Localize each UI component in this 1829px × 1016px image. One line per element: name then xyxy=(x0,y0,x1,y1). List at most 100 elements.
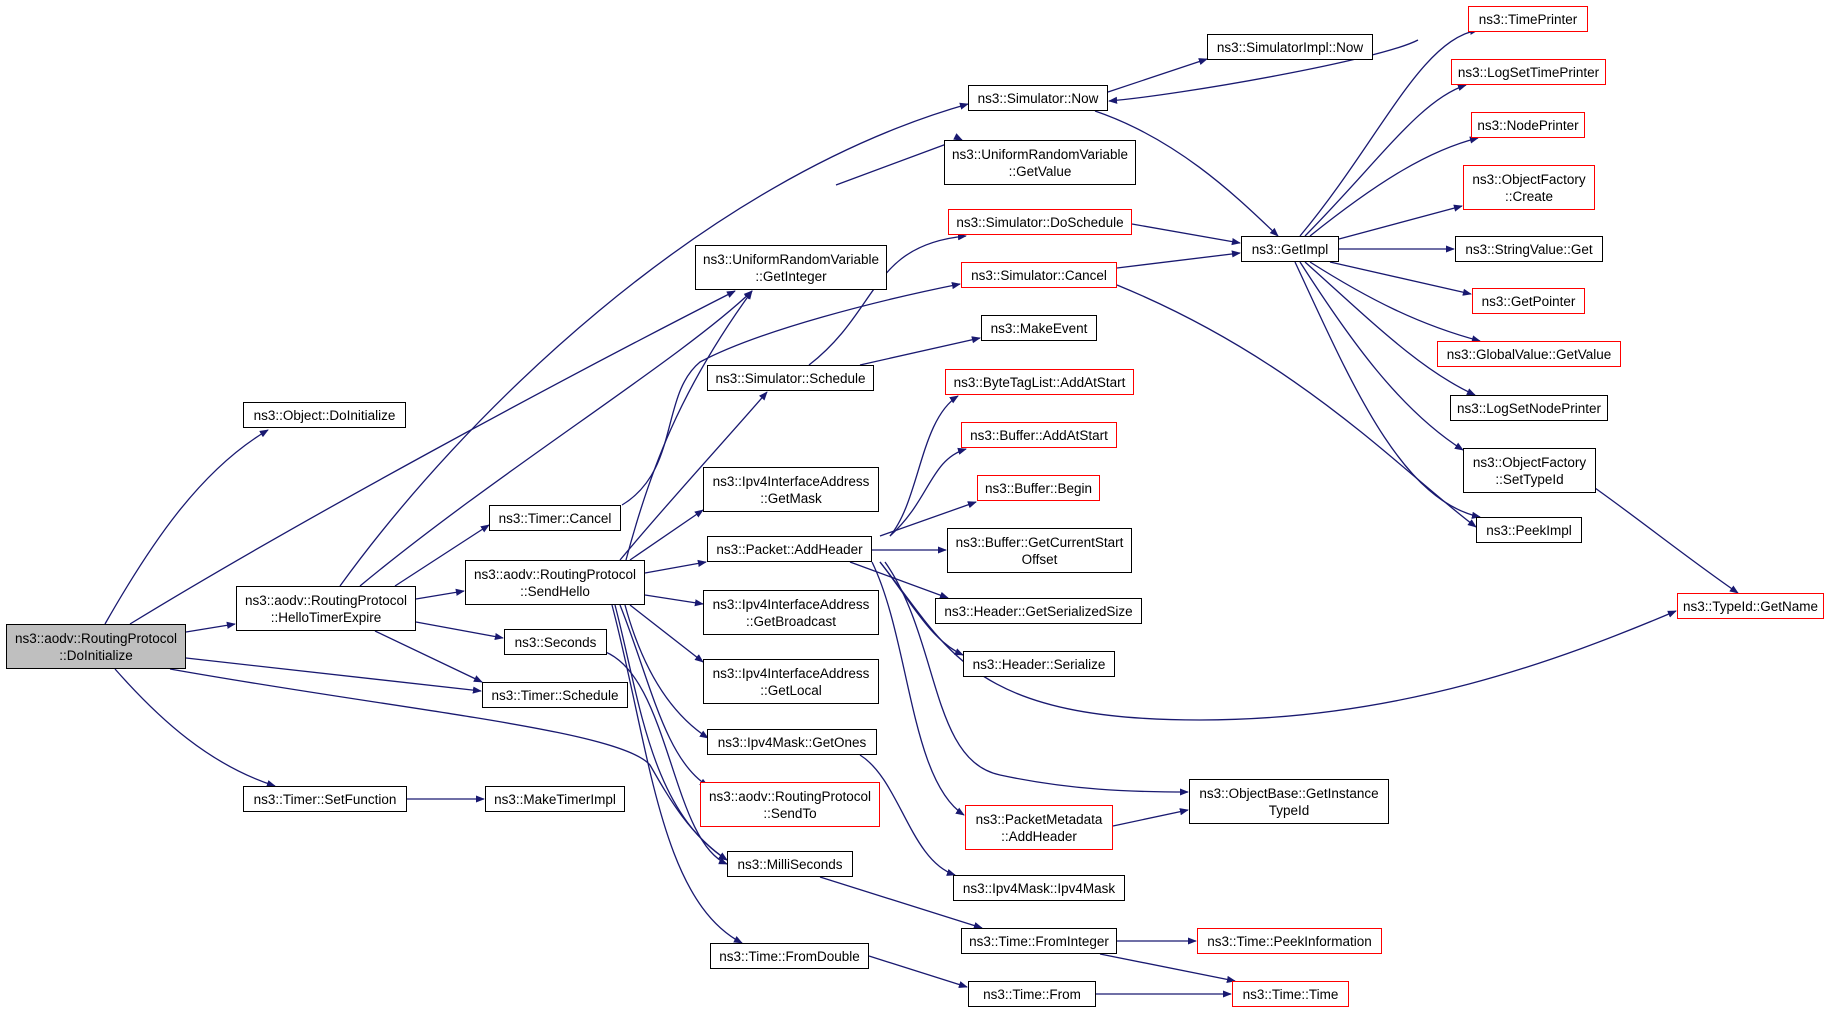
node-packet-addheader[interactable]: ns3::Packet::AddHeader xyxy=(707,536,872,562)
node-logsetnodeprinter[interactable]: ns3::LogSetNodePrinter xyxy=(1450,395,1608,421)
edge-dosched-getimpl xyxy=(1131,223,1241,246)
node-sendhello[interactable]: ns3::aodv::RoutingProtocol ::SendHello xyxy=(465,560,645,605)
node-time-fromdouble[interactable]: ns3::Time::FromDouble xyxy=(710,943,869,969)
edge-getimpl-logsettime xyxy=(1304,84,1467,237)
node-objectbase-getinstancetypeid[interactable]: ns3::ObjectBase::GetInstance TypeId xyxy=(1189,779,1389,824)
node-object-doinitialize[interactable]: ns3::Object::DoInitialize xyxy=(243,402,406,428)
node-buffer-getcurrentstartoffset[interactable]: ns3::Buffer::GetCurrentStart Offset xyxy=(947,528,1132,573)
edge-doinit-urvint xyxy=(129,290,736,625)
edge-getimpl-ofsettype xyxy=(1299,261,1464,451)
edge-doinit-milli xyxy=(169,668,728,861)
edge-getimpl-gvget xyxy=(1309,261,1481,343)
node-globalvalue-getvalue[interactable]: ns3::GlobalValue::GetValue xyxy=(1437,341,1621,367)
edge-addheader-objbase xyxy=(884,561,1189,796)
node-time-from[interactable]: ns3::Time::From xyxy=(968,981,1096,1007)
node-objectfactory-create[interactable]: ns3::ObjectFactory ::Create xyxy=(1463,165,1595,210)
node-getones[interactable]: ns3::Ipv4Mask::GetOnes xyxy=(707,729,877,755)
edge-sendhello-sendto xyxy=(619,604,709,787)
edge-sendhello-simsched xyxy=(619,391,768,561)
edge-getones-ipv4mask xyxy=(859,754,956,876)
edge-doinit-tsched xyxy=(185,657,482,694)
node-buffer-begin[interactable]: ns3::Buffer::Begin xyxy=(977,475,1100,501)
node-seconds[interactable]: ns3::Seconds xyxy=(504,629,607,655)
node-timer-cancel[interactable]: ns3::Timer::Cancel xyxy=(489,505,621,531)
edge-addheader-bytetag xyxy=(889,395,959,537)
node-simulator-now[interactable]: ns3::Simulator::Now xyxy=(968,85,1108,111)
edge-simnow-getimpl xyxy=(1094,110,1279,237)
edge-hello-sendhello xyxy=(415,588,465,600)
edge-ofsettype-getname xyxy=(1594,487,1739,594)
node-objectfactory-settypeid[interactable]: ns3::ObjectFactory ::SetTypeId xyxy=(1463,448,1596,493)
node-urv-getvalue[interactable]: ns3::UniformRandomVariable ::GetValue xyxy=(944,140,1136,185)
edge-getimpl-logsetnode xyxy=(1304,261,1476,396)
node-getbroadcast[interactable]: ns3::Ipv4InterfaceAddress ::GetBroadcast xyxy=(703,590,879,635)
edge-hello-simnow xyxy=(339,102,969,587)
edge-simcancel-getimpl xyxy=(1116,250,1241,269)
edge-addheader-pmeta xyxy=(871,561,965,816)
edge-getimpl-timeprinter xyxy=(1299,27,1479,237)
edge-pmeta-objbase xyxy=(1112,808,1189,827)
node-hellotimerexpire[interactable]: ns3::aodv::RoutingProtocol ::HelloTimerE… xyxy=(236,586,416,631)
edge-implnow-simnow xyxy=(1108,39,1419,104)
edge-milli-fromint xyxy=(819,876,983,930)
node-header-getserializedsize[interactable]: ns3::Header::GetSerializedSize xyxy=(935,598,1142,624)
node-ipv4mask-ipv4mask[interactable]: ns3::Ipv4Mask::Ipv4Mask xyxy=(953,875,1125,901)
edge-hello-tsched xyxy=(374,630,483,683)
node-simulatorimpl-now[interactable]: ns3::SimulatorImpl::Now xyxy=(1207,34,1373,60)
edge-getimpl-ofcreate xyxy=(1338,204,1463,240)
node-sendto[interactable]: ns3::aodv::RoutingProtocol ::SendTo xyxy=(700,782,880,827)
node-timer-setfunction[interactable]: ns3::Timer::SetFunction xyxy=(243,786,407,812)
edge-addheader-hsize xyxy=(849,561,949,599)
edge-sendhello-getbcast xyxy=(644,594,704,607)
node-peekimpl[interactable]: ns3::PeekImpl xyxy=(1476,517,1582,543)
node-simulator-schedule[interactable]: ns3::Simulator::Schedule xyxy=(707,365,874,391)
edge-hello-tcancel xyxy=(394,524,490,587)
edge-doinit-hello xyxy=(185,621,236,633)
node-packetmetadata-addheader[interactable]: ns3::PacketMetadata ::AddHeader xyxy=(965,805,1113,850)
edge-tcancel-simcancel xyxy=(621,282,961,506)
node-header-serialize[interactable]: ns3::Header::Serialize xyxy=(963,651,1115,677)
node-urv-getinteger[interactable]: ns3::UniformRandomVariable ::GetInteger xyxy=(695,245,887,290)
node-stringvalue-get[interactable]: ns3::StringValue::Get xyxy=(1455,236,1603,262)
node-timer-schedule[interactable]: ns3::Timer::Schedule xyxy=(482,682,628,708)
node-nodeprinter[interactable]: ns3::NodePrinter xyxy=(1471,112,1585,138)
edge-addheader-bufadd xyxy=(889,447,967,537)
node-doinitialize: ns3::aodv::RoutingProtocol ::DoInitializ… xyxy=(6,624,186,669)
node-simulator-cancel[interactable]: ns3::Simulator::Cancel xyxy=(961,262,1117,288)
node-milliseconds[interactable]: ns3::MilliSeconds xyxy=(727,851,853,877)
edge-sendhello-urvint xyxy=(625,290,753,561)
edge-hello-seconds xyxy=(415,621,504,641)
node-time-time[interactable]: ns3::Time::Time xyxy=(1232,981,1349,1007)
edge-sendhello-getlocal xyxy=(629,604,704,663)
edge-getimpl-peekimpl xyxy=(1294,261,1481,519)
node-logsettimeprinter[interactable]: ns3::LogSetTimePrinter xyxy=(1451,59,1606,85)
edge-doinit-objdoinit xyxy=(104,429,269,625)
node-getpointer[interactable]: ns3::GetPointer xyxy=(1472,288,1585,314)
edge-sendhello-fromdouble xyxy=(611,604,743,944)
edge-sendhello-getones xyxy=(624,604,709,739)
edge-sendhello-addheader xyxy=(644,559,707,574)
node-time-peekinformation[interactable]: ns3::Time::PeekInformation xyxy=(1197,928,1382,954)
node-makeevent[interactable]: ns3::MakeEvent xyxy=(981,315,1097,341)
node-getlocal[interactable]: ns3::Ipv4InterfaceAddress ::GetLocal xyxy=(703,659,879,704)
edge-simsched-makeevent xyxy=(859,336,981,366)
node-bytetaglist-addatstart[interactable]: ns3::ByteTagList::AddAtStart xyxy=(945,369,1134,395)
node-timeprinter[interactable]: ns3::TimePrinter xyxy=(1468,6,1588,32)
edge-doinit-setfunc xyxy=(114,668,276,787)
node-typeid-getname[interactable]: ns3::TypeId::GetName xyxy=(1677,593,1824,619)
edge-urvget-urvint xyxy=(835,133,963,186)
edge-hello-urvint xyxy=(359,290,753,587)
edge-fromdouble-tfrom xyxy=(868,955,968,988)
edge-getimpl-getptr xyxy=(1329,261,1472,296)
node-getimpl[interactable]: ns3::GetImpl xyxy=(1241,236,1339,262)
node-getmask[interactable]: ns3::Ipv4InterfaceAddress ::GetMask xyxy=(703,467,879,512)
node-maketimerimpl[interactable]: ns3::MakeTimerImpl xyxy=(485,786,625,812)
node-time-frominteger[interactable]: ns3::Time::FromInteger xyxy=(961,928,1117,954)
node-buffer-addatstart[interactable]: ns3::Buffer::AddAtStart xyxy=(961,422,1117,448)
edge-fromint-ttime xyxy=(1099,953,1236,983)
node-simulator-doschedule[interactable]: ns3::Simulator::DoSchedule xyxy=(948,209,1132,235)
edge-simnow-implnow xyxy=(1107,58,1208,93)
edge-sendhello-getmask xyxy=(629,509,704,561)
edge-getimpl-nodeprinter xyxy=(1309,136,1479,237)
